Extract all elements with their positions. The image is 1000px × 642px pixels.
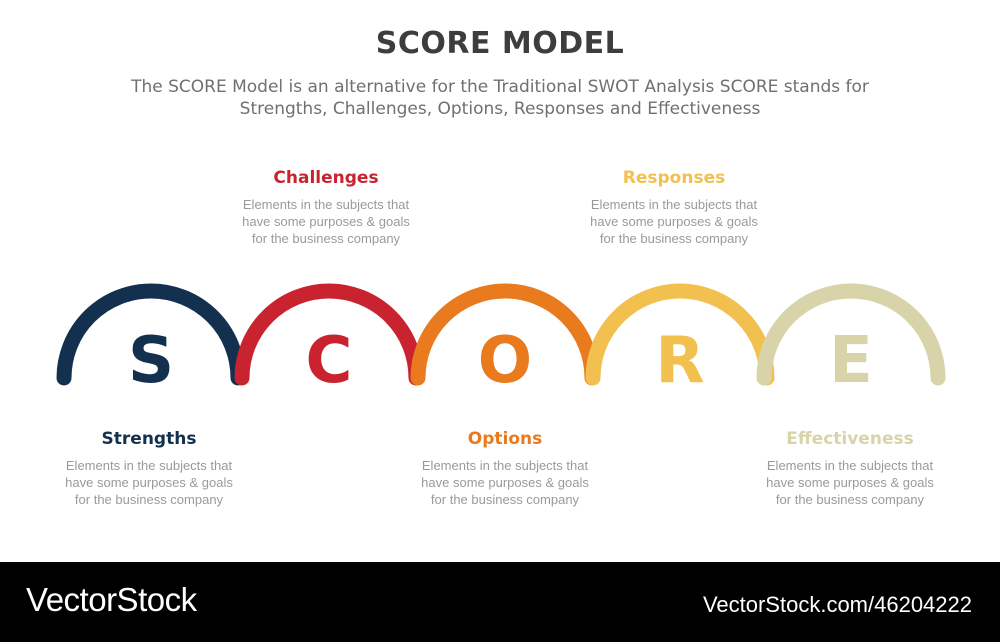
effectiveness-title: Effectiveness: [786, 429, 914, 449]
strengths-description: Elements in the subjects that have some …: [65, 458, 233, 507]
effectiveness-description: Elements in the subjects that have some …: [766, 458, 934, 507]
arc-challenges: [234, 283, 424, 386]
responses-description: Elements in the subjects that have some …: [590, 197, 758, 246]
arc-strengths: [56, 283, 246, 386]
vectorstock-logo: VectorStock: [26, 581, 197, 618]
strengths-block: Strengths Elements in the subjects that …: [39, 429, 259, 508]
letter-o: O: [478, 324, 532, 398]
arc-options: [410, 283, 600, 386]
page-subtitle: The SCORE Model is an alternative for th…: [100, 76, 900, 120]
options-title: Options: [467, 429, 543, 449]
effectiveness-block: Effectiveness Elements in the subjects t…: [740, 429, 960, 508]
page-title: SCORE MODEL: [375, 26, 625, 61]
arc-effectiveness: [756, 283, 946, 386]
responses-block: Responses Elements in the subjects that …: [564, 168, 784, 247]
strengths-title: Strengths: [101, 429, 197, 449]
arc-responses: [585, 283, 775, 386]
challenges-block: Challenges Elements in the subjects that…: [216, 168, 436, 247]
footer-bar: VectorStock VectorStock.com/46204222: [0, 562, 1000, 642]
challenges-description: Elements in the subjects that have some …: [242, 197, 410, 246]
letter-c: C: [306, 324, 353, 398]
footer-url: VectorStock.com/46204222: [702, 592, 972, 617]
letter-s: S: [128, 324, 174, 398]
options-description: Elements in the subjects that have some …: [421, 458, 589, 507]
letter-e: E: [829, 324, 873, 398]
challenges-title: Challenges: [273, 168, 379, 188]
letter-r: R: [655, 324, 704, 398]
subtitle-text: The SCORE Model is an alternative for th…: [131, 77, 869, 119]
options-block: Options Elements in the subjects that ha…: [395, 429, 615, 508]
responses-title: Responses: [622, 168, 726, 188]
